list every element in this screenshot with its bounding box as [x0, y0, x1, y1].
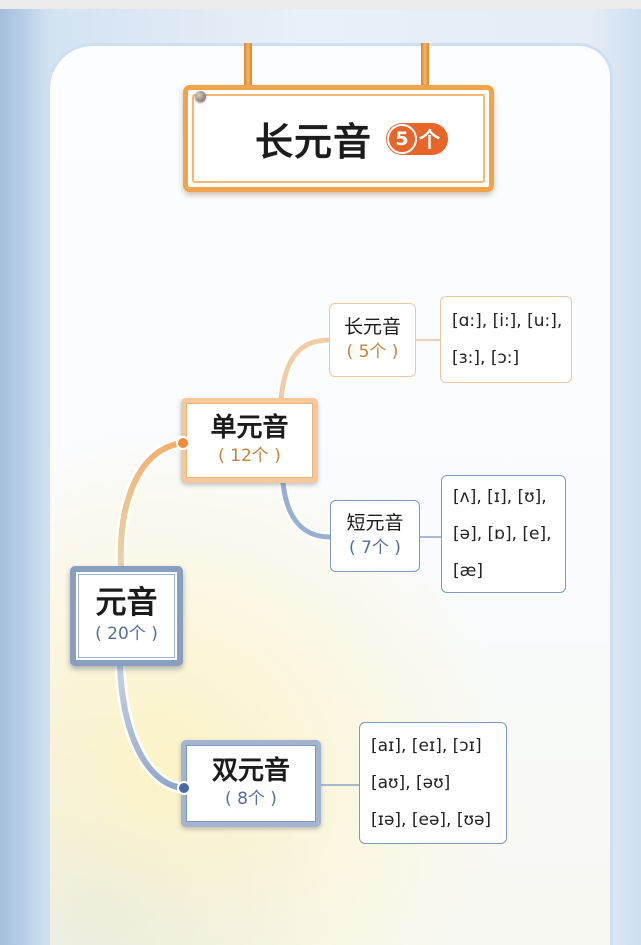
- diphthongs-sounds-box: [aɪ], [eɪ], [ɔɪ] [aʊ], [əʊ] [ɪə], [eə], …: [359, 722, 507, 844]
- dot-monophthongs: [176, 436, 190, 450]
- connector-root-to-monophthongs: [117, 440, 186, 571]
- connector-root-to-diphthongs: [117, 663, 187, 791]
- title-sign: 长元音 5 个: [183, 85, 494, 192]
- long-vowels-node: 长元音 ( 5个 ): [329, 303, 416, 377]
- top-strip: [0, 0, 641, 9]
- root-node-vowels: 元音 ( 20个 ): [70, 566, 183, 666]
- sound-line: [æ]: [453, 560, 483, 581]
- diphthongs-count: ( 8个 ): [225, 788, 277, 809]
- page-title: 长元音: [254, 120, 372, 164]
- short-vowels-sounds-box: [ʌ], [ɪ], [ʊ], [ə], [ɒ], [e], [æ]: [441, 475, 566, 593]
- count-badge: 5 个: [386, 122, 448, 155]
- sound-line: [ɪə], [eə], [ʊə]: [371, 809, 492, 830]
- title-sign-inner: 长元音 5 个: [192, 94, 485, 183]
- sound-line: [aɪ], [eɪ], [ɔɪ]: [371, 735, 482, 756]
- sound-line: [ɑ:], [i:], [u:],: [452, 310, 563, 331]
- sound-line: [aʊ], [əʊ]: [371, 772, 451, 793]
- badge-number: 5: [387, 123, 417, 154]
- root-label: 元音: [95, 585, 158, 621]
- sound-line: [ə], [ɒ], [e],: [453, 523, 552, 544]
- root-count: ( 20个 ): [95, 624, 158, 644]
- sign-post-right: [421, 43, 429, 89]
- sign-post-left: [244, 43, 252, 89]
- sound-line: [ɜ:], [ɔ:]: [452, 347, 520, 368]
- connector-monophthongs-to-short: [280, 480, 333, 540]
- short-vowels-count: ( 7个 ): [349, 538, 401, 558]
- nail-icon: [195, 91, 206, 102]
- diphthongs-label: 双元音: [211, 755, 290, 786]
- dot-diphthongs: [177, 781, 191, 795]
- long-vowels-count: ( 5个 ): [346, 342, 399, 362]
- monophthongs-count: ( 12个 ): [218, 445, 281, 466]
- short-vowels-node: 短元音 ( 7个 ): [330, 500, 420, 572]
- badge-unit: 个: [419, 127, 440, 152]
- long-vowels-label: 长元音: [343, 316, 401, 338]
- short-vowels-label: 短元音: [346, 512, 404, 534]
- monophthongs-label: 单元音: [210, 412, 289, 443]
- sound-line: [ʌ], [ɪ], [ʊ],: [453, 486, 547, 507]
- long-vowels-sounds-box: [ɑ:], [i:], [u:], [ɜ:], [ɔ:]: [440, 296, 572, 383]
- diphthongs-node: 双元音 ( 8个 ): [181, 740, 321, 827]
- connector-monophthongs-to-long: [278, 337, 332, 402]
